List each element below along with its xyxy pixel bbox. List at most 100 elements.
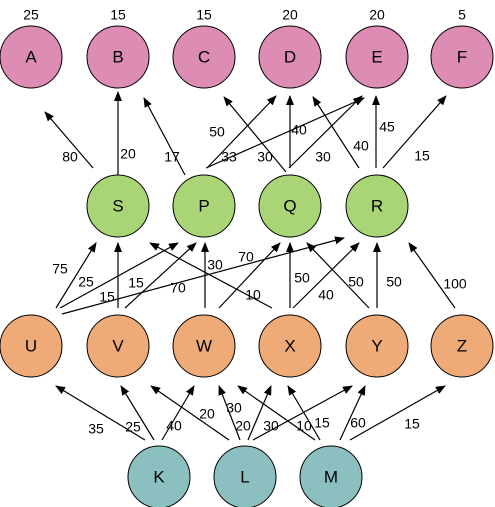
node-label-q: Q (283, 196, 296, 215)
edge-arrow-p-e (205, 97, 365, 169)
edge-label-m-z: 15 (404, 416, 420, 432)
edge-arrow-m-w (237, 385, 316, 441)
edge-arrow-p-b (143, 97, 186, 176)
node-k: K (127, 445, 191, 507)
node-x: X (258, 314, 322, 378)
node-label-l: L (240, 467, 249, 486)
edge-arrow-l-v (150, 385, 230, 441)
node-m: M (299, 445, 363, 507)
node-circle-m (299, 445, 363, 507)
edge-label-z-r: 100 (443, 276, 467, 292)
node-p: P (172, 174, 236, 238)
edge-label-r-d: 40 (353, 138, 369, 154)
edge-label-m-x: 15 (314, 415, 330, 431)
node-circle-y (345, 314, 409, 378)
edge-label-x-s: 10 (245, 287, 261, 303)
node-z: Z (430, 314, 494, 378)
edge-arrow-l-y (252, 385, 353, 441)
node-label-u: U (25, 336, 37, 355)
edge-label-k-v: 25 (125, 419, 141, 435)
edge-label-v-p: 70 (170, 280, 186, 296)
node-label-d: D (284, 47, 296, 66)
edge-label-x-q: 50 (294, 270, 310, 286)
edge-arrow-u-r (61, 236, 345, 315)
node-e: E20 (345, 7, 409, 89)
node-circle-b (86, 25, 150, 89)
edge-label-p-e: 50 (209, 124, 225, 140)
edge-arrow-m-y (339, 385, 366, 441)
node-label-x: X (284, 336, 295, 355)
edge-arrow-u-p (59, 242, 179, 309)
node-label-v: V (112, 336, 124, 355)
node-circle-q (258, 174, 322, 238)
edge-arrow-k-u (55, 385, 146, 441)
edge-label-w-p: 30 (207, 257, 223, 273)
edge-label-l-w: 30 (226, 400, 242, 416)
edge-label-l-y: 30 (263, 418, 279, 434)
node-label-w: W (196, 336, 212, 355)
node-circle-d (258, 25, 322, 89)
node-label-a: A (25, 47, 37, 66)
edge-arrow-r-f (382, 95, 447, 169)
node-label-b: B (112, 47, 123, 66)
edge-arrow-s-a (44, 111, 94, 169)
node-v: V (86, 314, 150, 378)
node-value-e: 20 (369, 7, 385, 23)
edge-label-q-d: 40 (291, 122, 307, 138)
edge-label-m-y: 60 (350, 415, 366, 431)
edge-label-l-x: 20 (235, 418, 251, 434)
node-w: W (172, 314, 236, 378)
node-b: B 15 (86, 7, 150, 89)
node-circle-p (172, 174, 236, 238)
node-circle-w (172, 314, 236, 378)
node-label-f: F (457, 47, 467, 66)
node-value-a: 25 (23, 7, 39, 23)
edge-label-m-w: 10 (296, 418, 312, 434)
node-label-m: M (324, 467, 338, 486)
edge-label-s-b: 20 (120, 146, 136, 162)
edge-label-v-s: 15 (99, 289, 115, 305)
edge-arrow-p-d (206, 95, 277, 169)
node-circle-u (0, 314, 63, 378)
node-circle-z (430, 314, 494, 378)
edge-arrow-q-e (288, 95, 363, 169)
edge-label-q-e: 30 (315, 149, 331, 165)
edge-arrow-k-v (120, 385, 155, 441)
edge-arrow-y-q (306, 242, 370, 309)
edge-arrow-x-s (149, 242, 273, 309)
node-label-p: P (198, 196, 209, 215)
node-label-y: Y (371, 336, 382, 355)
node-c: C15 (172, 7, 236, 89)
node-circle-x (258, 314, 322, 378)
node-circle-k (127, 445, 191, 507)
edge-label-u-s: 75 (52, 261, 68, 277)
edge-label-p-b: 17 (164, 149, 180, 165)
edge-label-w-q: 70 (238, 249, 254, 265)
node-value-b: 15 (110, 7, 126, 23)
edge-arrow-x-r (292, 242, 360, 309)
node-value-c: 15 (196, 7, 212, 23)
edge-arrow-r-d (312, 96, 360, 169)
edge-arrow-k-w (161, 385, 195, 441)
node-label-k: K (153, 467, 165, 486)
edge-arrow-u-s (55, 242, 97, 309)
edge-label-q-c: 30 (257, 149, 273, 165)
node-r: R (345, 174, 409, 238)
node-f: F5 (430, 7, 494, 89)
edge-label-k-w: 40 (166, 418, 182, 434)
node-s: S (86, 174, 150, 238)
node-circle-e (345, 25, 409, 89)
node-circle-a (0, 25, 63, 89)
edges-layer (44, 91, 456, 441)
edge-label-u-r: 15 (128, 275, 144, 291)
edge-arrow-z-r (408, 242, 456, 309)
node-label-z: Z (457, 336, 467, 355)
edge-arrow-l-w (218, 385, 241, 441)
node-a: A 25 (0, 7, 63, 89)
edge-label-k-u: 35 (88, 421, 104, 437)
node-circle-c (172, 25, 236, 89)
node-label-s: S (112, 196, 123, 215)
